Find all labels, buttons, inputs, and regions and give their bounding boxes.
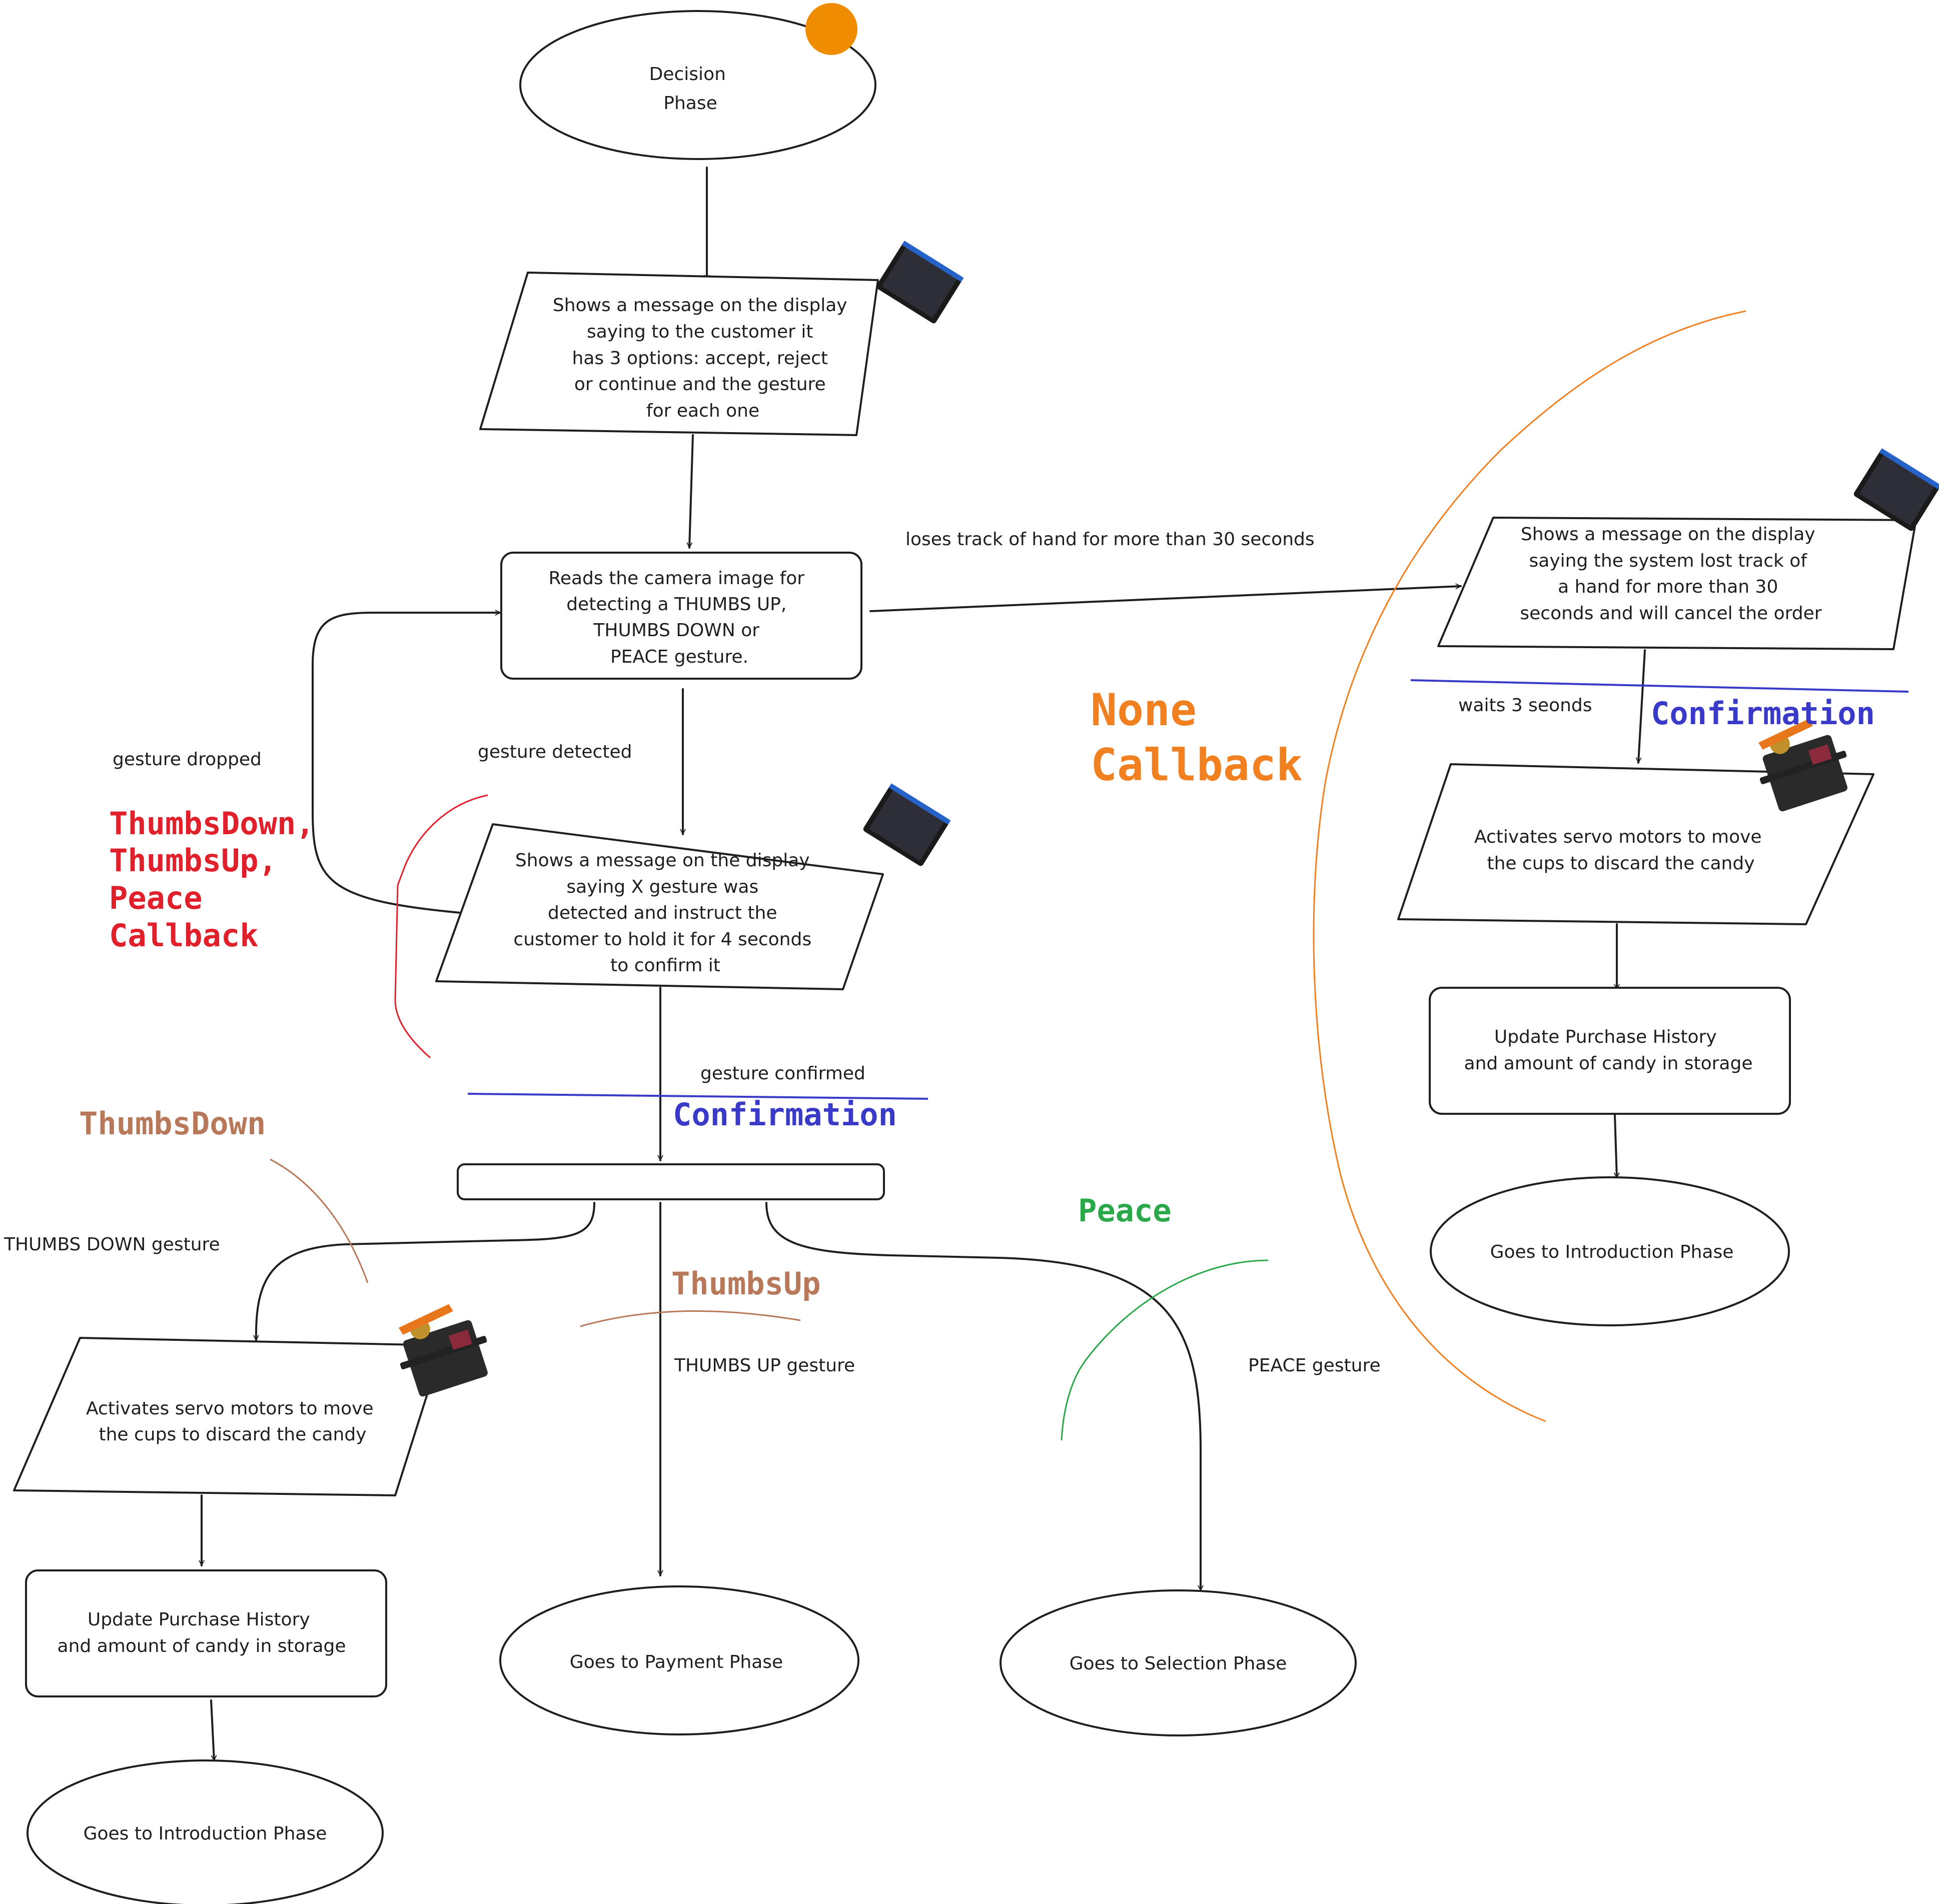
intro-right-label: Goes to Introduction Phase <box>1490 1242 1734 1262</box>
update-left-label: Update Purchase History and amount of ca… <box>58 1609 346 1656</box>
confirmation-line-right <box>1410 679 1909 693</box>
confirmation-line-main <box>467 1093 928 1100</box>
io-show-options: Shows a message on the display saying to… <box>479 272 879 436</box>
selection-label: Goes to Selection Phase <box>1070 1653 1287 1674</box>
io-show-detected: Shows a message on the display saying X … <box>435 823 884 990</box>
servo-motor-icon <box>1758 719 1847 812</box>
orange-callback-bracket <box>1313 310 1746 1422</box>
edge-label-waits: waits 3 seonds <box>1458 695 1592 716</box>
decision-phase-label: Decision Phase <box>649 64 732 114</box>
read-camera-label: Reads the camera image for detecting a T… <box>548 568 810 667</box>
process-update-left: Update Purchase History and amount of ca… <box>25 1569 387 1697</box>
confirmation-main-label: Confirmation <box>673 1096 897 1133</box>
edge-label-thumbs-down: THUMBS DOWN gesture <box>4 1234 220 1255</box>
edge-label-thumbs-up: THUMBS UP gesture <box>674 1355 855 1376</box>
edge-options-to-read <box>686 434 694 549</box>
show-options-label: Shows a message on the display saying to… <box>553 295 853 421</box>
io-show-lost: Shows a message on the display saying th… <box>1437 517 1917 650</box>
peace-bracket <box>1061 1259 1269 1441</box>
terminal-intro-right: Goes to Introduction Phase <box>1430 1176 1790 1326</box>
terminal-intro-left: Goes to Introduction Phase <box>27 1759 384 1904</box>
process-update-right: Update Purchase History and amount of ca… <box>1429 987 1791 1115</box>
io-servo-right: Activates servo motors to move the cups … <box>1397 763 1874 925</box>
terminal-selection: Goes to Selection Phase <box>1000 1589 1357 1736</box>
servo-left-label: Activates servo motors to move the cups … <box>86 1398 379 1445</box>
terminal-payment: Goes to Payment Phase <box>499 1585 859 1735</box>
thumbsdown-callback-label: ThumbsDown <box>79 1105 266 1142</box>
fork-bar <box>457 1163 885 1200</box>
edge-bar-peace <box>765 1202 1204 1591</box>
edge-label-gesture-dropped: gesture dropped <box>113 749 262 770</box>
edge-lost-to-servo <box>1635 649 1646 764</box>
payment-label: Goes to Payment Phase <box>570 1652 783 1672</box>
edge-read-to-lost <box>869 583 1462 612</box>
edge-label-gesture-detected: gesture detected <box>478 742 632 762</box>
process-read-camera: Reads the camera image for detecting a T… <box>500 552 862 680</box>
edge-label-loses-track: loses track of hand for more than 30 sec… <box>905 529 1315 550</box>
io-servo-left: Activates servo motors to move the cups … <box>13 1337 444 1496</box>
edge-label-gesture-confirmed: gesture confirmed <box>700 1063 865 1084</box>
none-callback-label: None Callback <box>1091 684 1303 791</box>
display-icon <box>863 783 951 866</box>
edge-dropped-loop <box>312 610 501 914</box>
confirmation-right-label: Confirmation <box>1651 695 1875 732</box>
edge-update-to-intro-left <box>210 1699 217 1761</box>
show-lost-label: Shows a message on the display saying th… <box>1520 524 1821 624</box>
red-callback-bracket <box>394 794 488 1059</box>
edge-bar-thumbsdown <box>253 1202 595 1341</box>
thumbsup-bracket <box>580 1310 801 1327</box>
servo-right-label: Activates servo motors to move the cups … <box>1474 827 1767 874</box>
update-right-label: Update Purchase History and amount of ca… <box>1464 1027 1753 1074</box>
start-dot-icon <box>805 3 857 55</box>
thumbsdown-bracket <box>270 1158 369 1283</box>
show-detected-label: Shows a message on the display saying X … <box>513 850 817 976</box>
servo-motor-icon <box>398 1304 488 1397</box>
start-node-decision-phase: Decision Phase <box>519 10 876 160</box>
edge-label-peace: PEACE gesture <box>1248 1355 1381 1376</box>
display-icon <box>876 241 964 324</box>
thumbsup-callback-label: ThumbsUp <box>671 1265 821 1302</box>
edge-update-to-intro-right <box>1613 1114 1620 1179</box>
gesture-callback-label: ThumbsDown, ThumbsUp, Peace Callback <box>109 805 333 954</box>
peace-callback-label: Peace <box>1078 1192 1172 1229</box>
intro-left-label: Goes to Introduction Phase <box>84 1823 327 1844</box>
display-icon <box>1853 448 1939 531</box>
